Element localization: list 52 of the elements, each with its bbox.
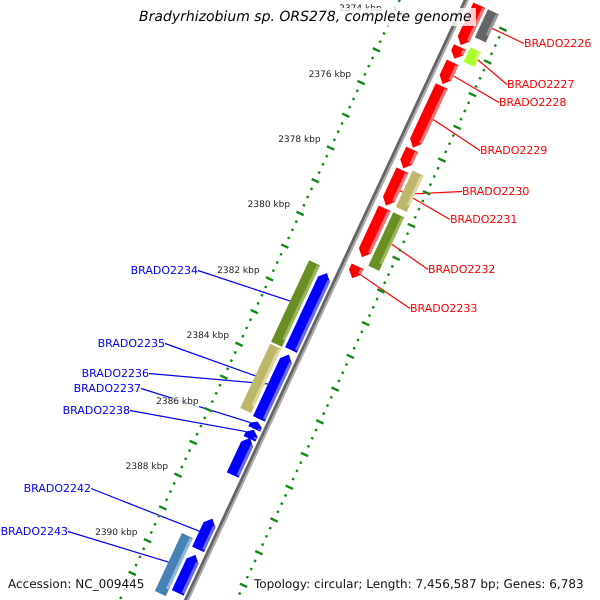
- leader-line: [148, 372, 268, 385]
- gene-label: BRADO2236: [82, 368, 149, 379]
- gene-glyph: [285, 272, 330, 353]
- gene-glyph: [410, 83, 448, 148]
- gene-glyph: [451, 44, 466, 59]
- leader-line: [130, 410, 246, 432]
- gene-glyph: [358, 206, 391, 258]
- gene-label: BRADO2235: [98, 338, 165, 349]
- gene-glyph: [440, 60, 459, 84]
- leader-line: [360, 274, 410, 309]
- leader-line: [432, 119, 480, 151]
- scale-label: 2386 kbp: [156, 398, 199, 407]
- gene-glyph: [400, 146, 418, 168]
- scale-label: 2384 kbp: [186, 332, 230, 342]
- leader-line: [90, 488, 200, 532]
- scale-label: 2378 kbp: [278, 136, 321, 145]
- leader-line: [492, 28, 524, 44]
- info-text: Topology: circular; Length: 7,456,587 bp; Genes: 6,783: [252, 576, 586, 592]
- gene-label: BRADO2230: [462, 186, 530, 197]
- leader-line: [453, 75, 500, 104]
- leader-line: [415, 190, 462, 194]
- gene-label: BRADO2237: [74, 383, 141, 394]
- gene-glyph: [383, 167, 408, 206]
- gene-glyph: [192, 518, 216, 552]
- gene-glyph: [226, 438, 254, 478]
- gene-glyph: [248, 422, 262, 432]
- gene-glyph: [244, 430, 258, 442]
- gene-label: BRADO2243: [0, 526, 68, 537]
- scale-label: 2388 kbp: [126, 463, 168, 472]
- scale-label: 2376 kbp: [308, 70, 352, 80]
- gene-glyph: [253, 354, 292, 422]
- leader-line: [164, 342, 256, 376]
- leader-line: [391, 244, 428, 270]
- gene-label: BRADO2242: [24, 483, 91, 494]
- gene-label: BRADO2231: [450, 214, 518, 225]
- gene-label: BRADO2238: [62, 405, 130, 416]
- leader-line: [198, 270, 290, 302]
- gene-label: BRADO2232: [428, 264, 496, 275]
- gene-label: BRADO2233: [410, 303, 478, 314]
- info-text: Accession: NC_009445: [6, 576, 146, 592]
- gene-glyph: [348, 264, 364, 278]
- gene-label: BRADO2227: [507, 79, 574, 90]
- leader-line: [68, 530, 169, 563]
- gene-label: BRADO2228: [499, 97, 566, 108]
- gene-bar: [463, 47, 482, 67]
- gene-label: BRADO2226: [524, 38, 592, 49]
- gene-label: BRADO2229: [480, 145, 548, 156]
- gene-label: BRADO2234: [130, 265, 198, 276]
- scale-label: 2382 kbp: [217, 266, 260, 276]
- scale-label: 2390 kbp: [95, 528, 138, 538]
- gene-glyph: [172, 554, 199, 596]
- scale-label: 2380 kbp: [248, 201, 290, 210]
